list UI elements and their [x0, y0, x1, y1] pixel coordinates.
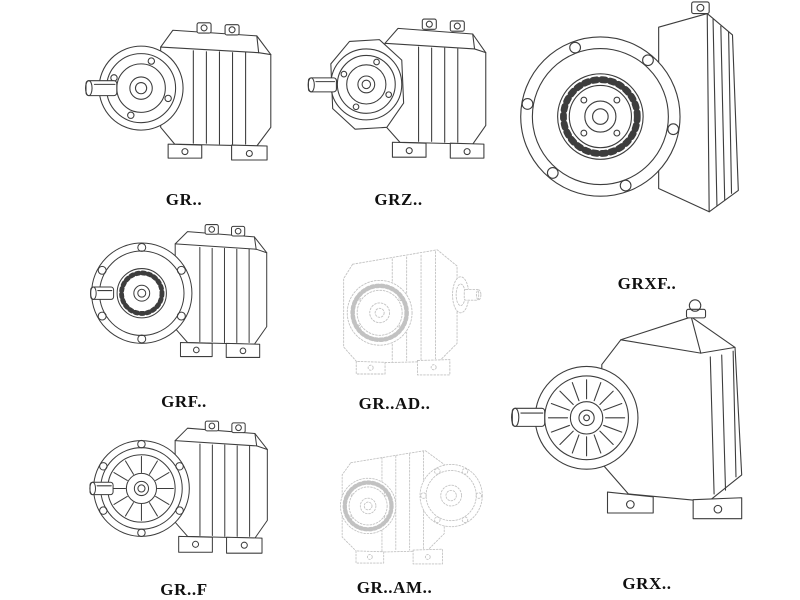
gearbox-drawing-grad — [343, 249, 482, 376]
gearbox-housing — [511, 299, 743, 520]
figure-label-grz: GRZ.. — [374, 190, 423, 209]
figure-label-gr: GR.. — [165, 190, 203, 209]
figure-label-grff: GR..F — [160, 580, 208, 599]
figure-label-grx: GRX.. — [622, 574, 672, 593]
gearbox-drawing-grz — [307, 18, 487, 159]
figure-label-grad: GR..AD.. — [358, 394, 431, 413]
gearbox-housing — [307, 18, 487, 159]
gearbox-housing — [84, 22, 272, 161]
figure-gram: GR..AM.. — [292, 416, 497, 598]
gearbox-drawing-grf — [90, 224, 268, 358]
gearbox-housing — [89, 420, 268, 554]
figure-grxf: GRXF.. — [498, 0, 796, 294]
figure-label-grxf: GRXF.. — [617, 274, 677, 293]
gearbox-drawing-grx — [511, 299, 743, 520]
gearbox-housing — [343, 249, 482, 376]
gearbox-drawing-grff — [89, 420, 268, 554]
figure-grf: GRF.. — [78, 214, 290, 412]
figure-grad: GR..AD.. — [292, 212, 497, 414]
gearbox-housing — [340, 450, 483, 565]
figure-label-grf: GRF.. — [161, 392, 207, 411]
gearbox-drawing-gram — [340, 450, 483, 565]
figure-gr: GR.. — [78, 6, 290, 210]
gearbox-drawing-grxf — [520, 1, 739, 213]
figure-grx: GRX.. — [502, 296, 792, 594]
gearbox-housing — [520, 1, 739, 213]
figure-label-gram: GR..AM.. — [356, 578, 433, 597]
figure-grff: GR..F — [78, 414, 290, 600]
figure-grz: GRZ.. — [296, 6, 501, 210]
gearbox-drawing-gr — [84, 22, 272, 161]
gearbox-housing — [90, 224, 268, 358]
